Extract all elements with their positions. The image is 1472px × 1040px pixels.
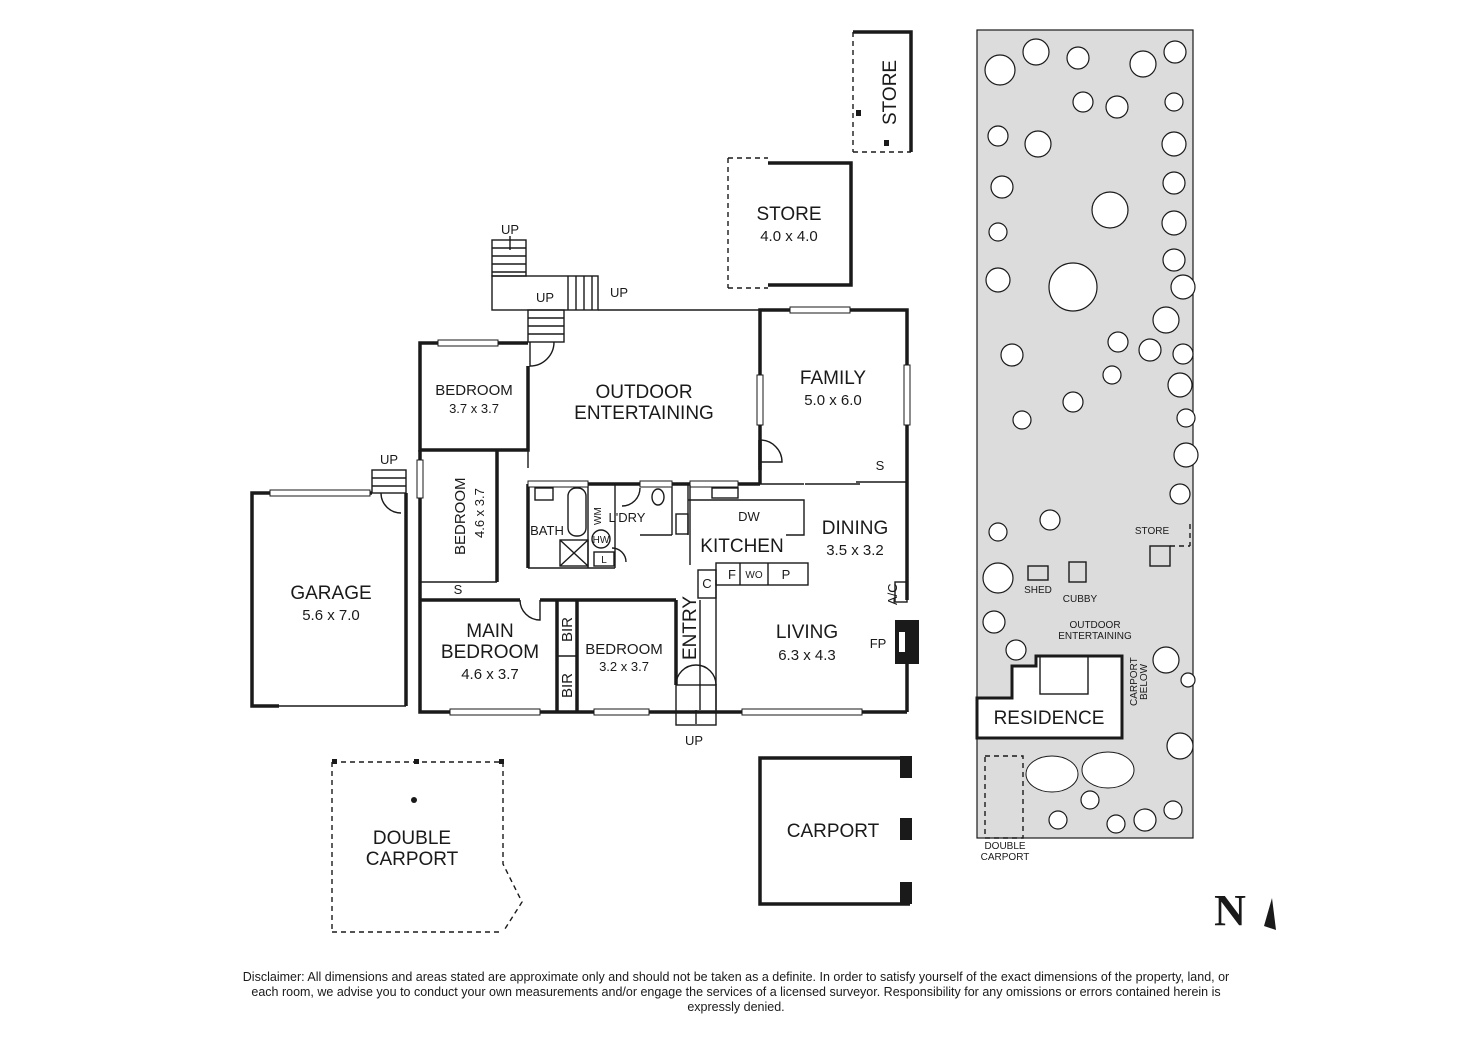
site-outdoor-label-1: OUTDOOR [1069,620,1120,631]
carport-label: CARPORT [787,821,880,842]
family-dims: 5.0 x 6.0 [804,392,862,409]
up-label: UP [380,452,398,467]
pantry-label: P [782,567,791,582]
up-label: UP [610,285,628,300]
washing-machine-label: WM [593,507,604,525]
main-bedroom-label-2: BEDROOM [441,642,539,663]
bathtub [567,487,587,537]
bedroom-small-dims: 3.2 x 3.7 [599,659,649,674]
air-con-label: A/C [885,583,900,605]
room-labels: OUTDOOR ENTERTAINING FAMILY 5.0 x 6.0 BE… [435,368,888,683]
house-walls [416,306,919,716]
up-label: UP [536,290,554,305]
site-outdoor-label-2: ENTERTAINING [1058,631,1132,642]
fireplace-label: FP [870,636,887,651]
north-arrow-icon [1264,898,1276,930]
hot-water [591,529,611,549]
site-store-label: STORE [1135,526,1170,537]
fixture-labels: S S DW WM HW L C F WO P A/C FP BIR BIR [454,458,900,698]
door-swing [759,439,783,463]
disclaimer: Disclaimer: All dimensions and areas sta… [242,970,1230,1014]
fridge-label: F [728,567,736,582]
garage-label: GARAGE [290,583,371,604]
north-label: N [1214,886,1246,935]
up-label: UP [501,222,519,237]
bedroom-side-dims: 4.6 x 3.7 [472,488,487,538]
entry-label: ENTRY [680,596,701,660]
dishwasher-label: DW [738,509,760,524]
store-top-building: STORE [852,30,913,153]
residence-label: RESIDENCE [994,708,1105,729]
tree-icon [982,38,1199,834]
outdoor-entertaining-label-2: ENTERTAINING [574,403,714,424]
kitchen-label: KITCHEN [700,536,783,557]
north-arrow: N [1214,886,1276,935]
dining-label: DINING [822,518,889,539]
store-building: STORE 4.0 x 4.0 [727,157,853,289]
store-label: STORE [756,204,821,225]
toilet [651,488,665,506]
up-label: UP [685,733,703,748]
site-double-carport-label-2: CARPORT [981,852,1030,863]
bath-label: BATH [530,523,564,538]
garage: UP GARAGE 5.6 x 7.0 [250,452,408,708]
main-bedroom-label-1: MAIN [466,621,514,642]
double-carport-label-1: DOUBLE [373,828,451,849]
door-swing [519,599,541,621]
double-carport-label-2: CARPORT [366,849,459,870]
fireplace [895,620,919,664]
family-label: FAMILY [800,368,866,389]
sink [711,487,739,499]
main-bedroom-dims: 4.6 x 3.7 [461,666,519,683]
garage-dims: 5.6 x 7.0 [302,607,360,624]
bedroom-small-label: BEDROOM [585,641,663,658]
store-dims: 4.0 x 4.0 [760,228,818,245]
dining-dims: 3.5 x 3.2 [826,542,884,559]
living-dims: 6.3 x 4.3 [778,647,836,664]
shelf-label: S [876,458,885,473]
cubby-label: CUBBY [1063,594,1098,605]
linen-label: L [601,555,607,566]
bedroom-side-label: BEDROOM [452,477,469,555]
door-swing [529,341,555,367]
cupboard-label: C [702,576,711,591]
rear-stairs: UP UP UP [491,222,628,367]
laundry-label: L'DRY [609,510,646,525]
store-top-label: STORE [880,60,901,125]
post-marker [884,140,889,146]
double-carport: DOUBLE CARPORT [331,759,523,933]
living-label: LIVING [776,622,838,643]
shelf-label: S [454,582,463,597]
robe-label-bottom: BIR [559,673,576,698]
outdoor-entertaining-label-1: OUTDOOR [595,382,692,403]
shed-label: SHED [1024,585,1052,596]
site-double-carport-label-1: DOUBLE [984,841,1025,852]
carport-below-label-1: CARPORT [1129,657,1140,706]
basin [534,487,554,501]
post-marker [856,110,861,116]
door-swing [611,547,627,563]
wall-oven-label: WO [745,570,762,581]
bedroom-top-dims: 3.7 x 3.7 [449,401,499,416]
shower [559,539,589,567]
site-plan: STORE SHED CUBBY OUTDOOR ENTERTAINING CA… [975,29,1199,863]
carport: CARPORT [758,756,912,906]
carport-below-label-2: BELOW [1139,663,1150,700]
robe-label-top: BIR [559,617,576,642]
hot-water-label: HW [593,535,610,546]
door-swing [380,492,402,514]
bedroom-top-label: BEDROOM [435,382,513,399]
bath-fittings [534,487,739,567]
front-steps: UP [675,664,717,748]
door-swing [621,487,641,507]
